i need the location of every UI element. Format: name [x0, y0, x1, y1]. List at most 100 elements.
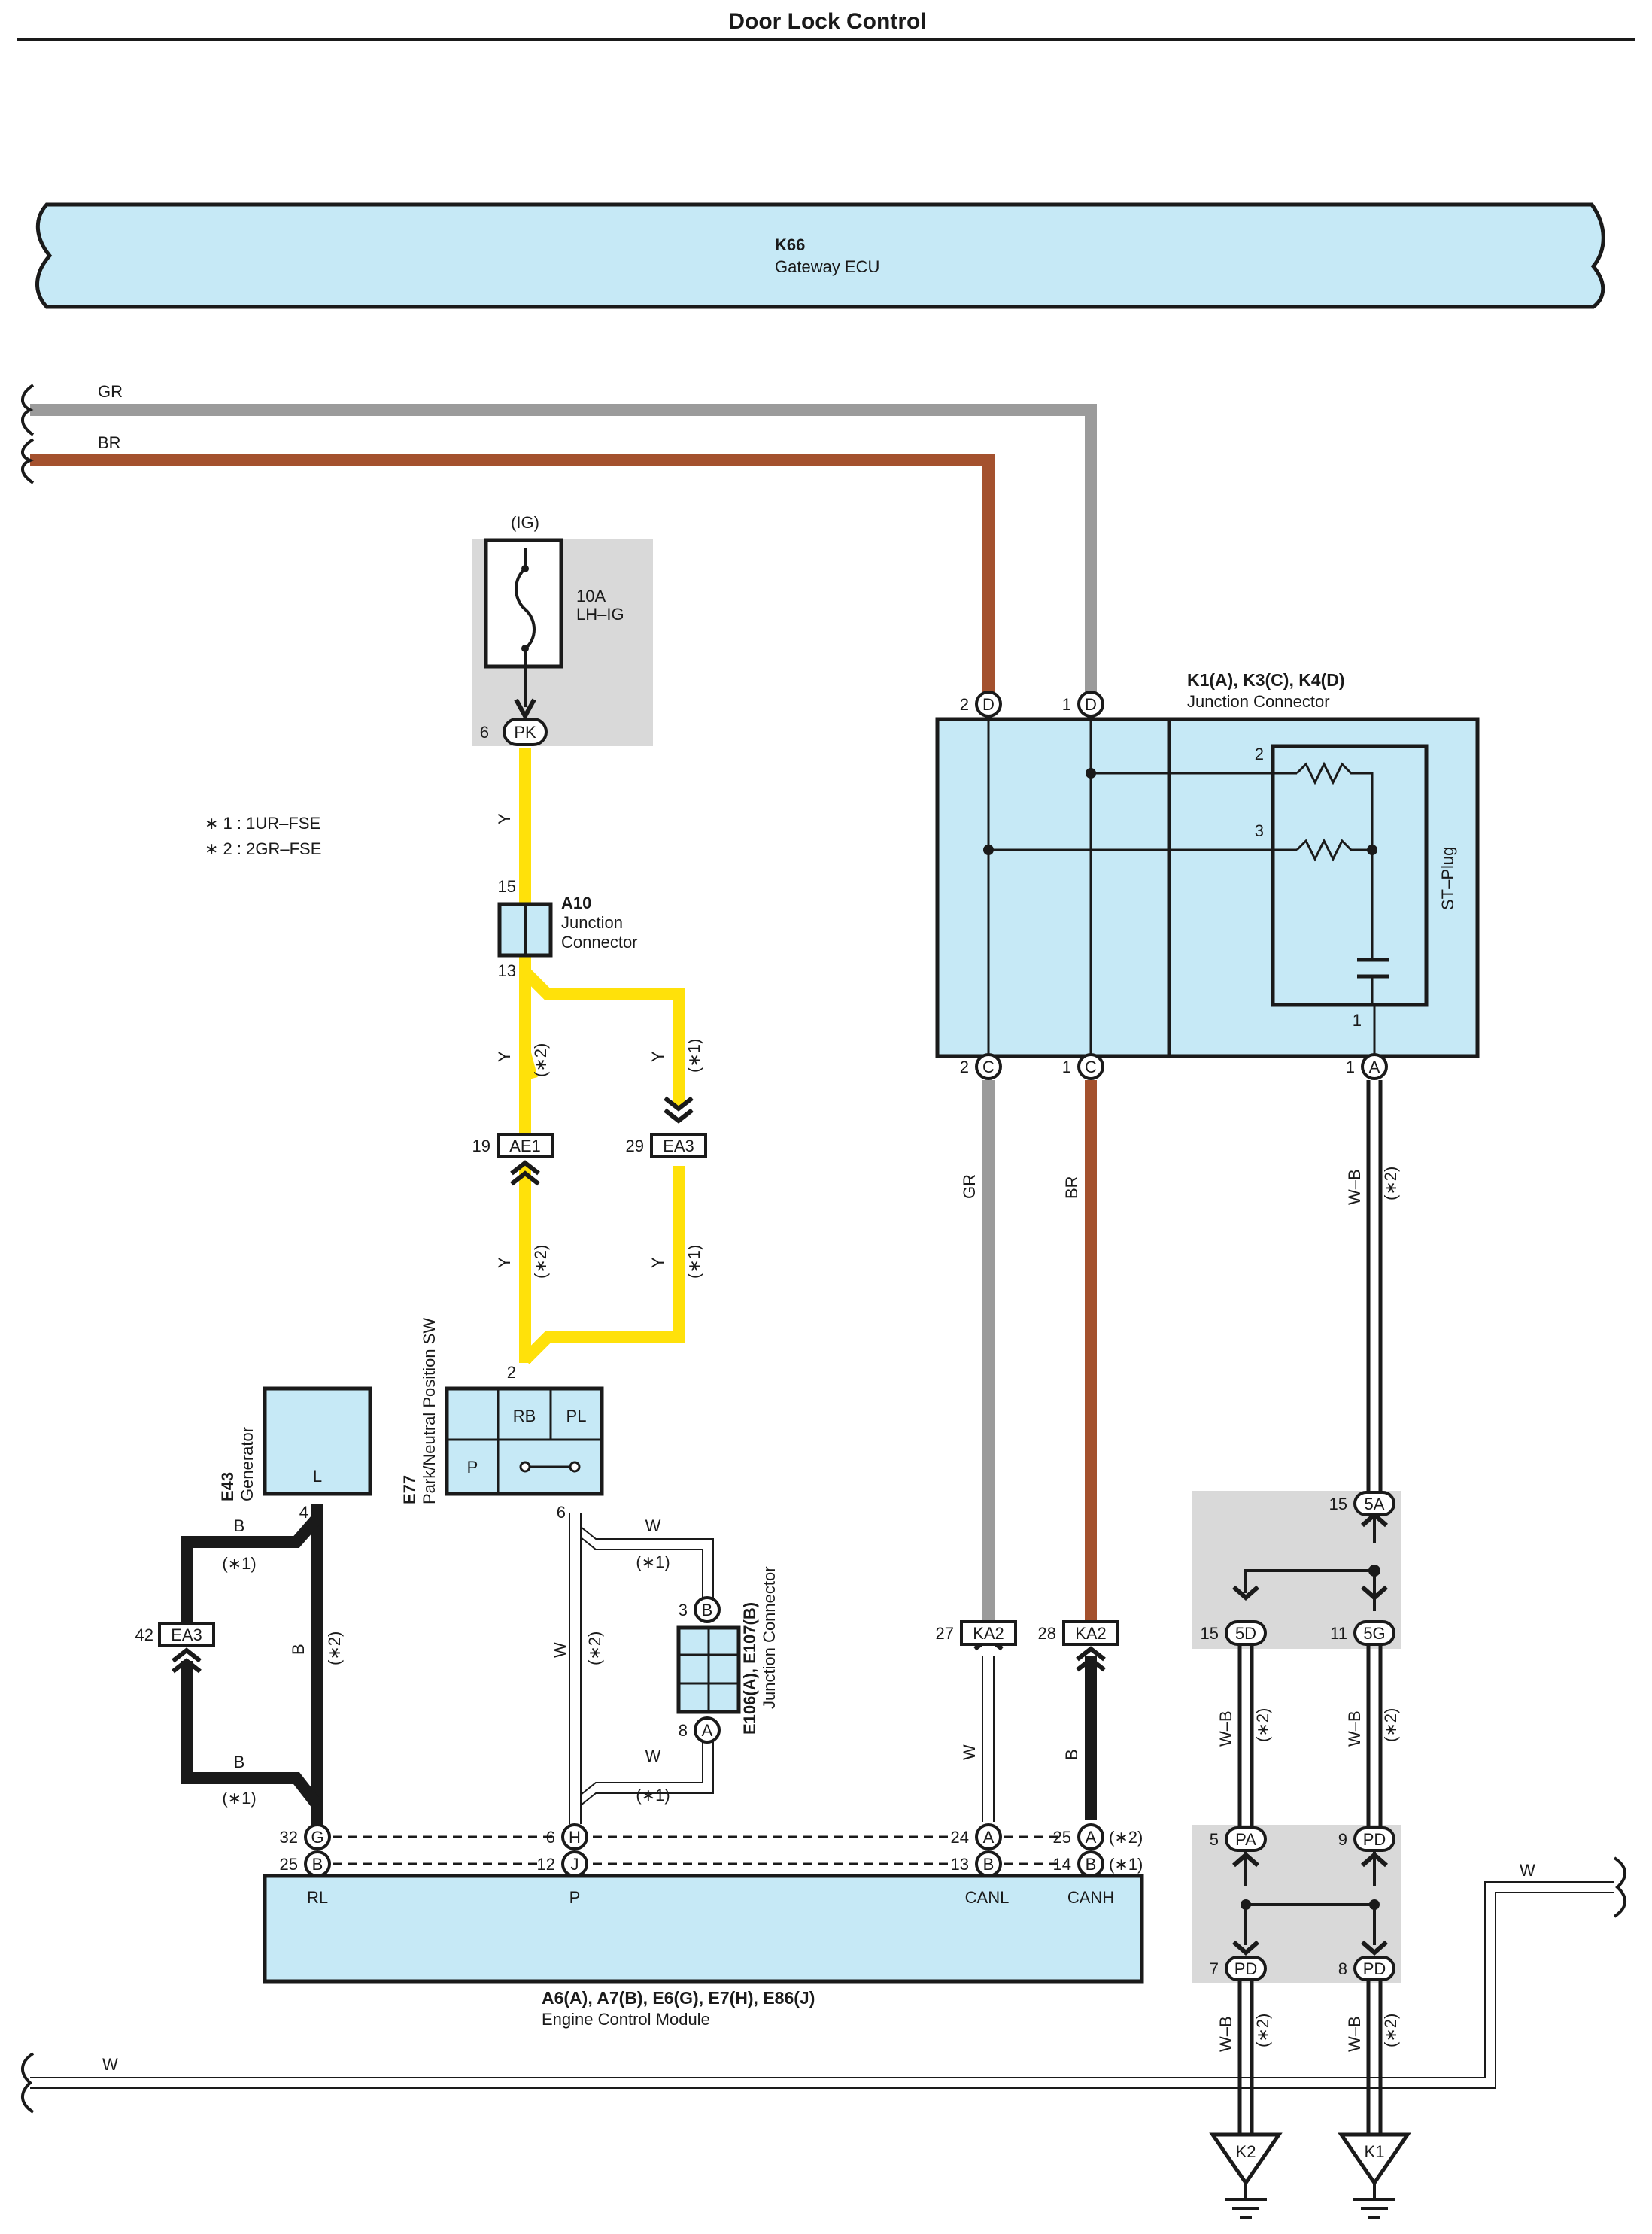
- e43-id: E43: [218, 1472, 237, 1501]
- connector-pa-pin: 5: [1210, 1830, 1219, 1849]
- connector-ea3-left-pin: 42: [135, 1625, 153, 1644]
- wire-label-w: W: [1520, 1861, 1535, 1880]
- terminal-d-label: D: [1085, 695, 1097, 714]
- terminal-a: [975, 1823, 1002, 1850]
- terminal-g: [304, 1823, 331, 1850]
- wire-label-w: W: [551, 1642, 569, 1658]
- marker-s2: (∗2): [531, 1245, 550, 1279]
- connector-ka2-left: [960, 1620, 1017, 1646]
- terminal-a-pin: 24: [951, 1828, 969, 1847]
- a10-name-2: Connector: [561, 933, 638, 952]
- connector-pd-left-label: PD: [1234, 1959, 1258, 1978]
- e106-id: E106(A), E107(B): [740, 1602, 759, 1735]
- terminal-a-pin: 1: [1346, 1058, 1355, 1076]
- ea3-left-arrows: [172, 1647, 202, 1674]
- wire-label-y: Y: [648, 1257, 667, 1268]
- wire-label-wb: W–B: [1216, 2016, 1235, 2052]
- wire-br-top: [30, 454, 995, 695]
- terminal-b-pin: 25: [280, 1855, 298, 1874]
- wire-label-br: BR: [1062, 1176, 1081, 1199]
- terminal-b-pin: 13: [951, 1855, 969, 1874]
- arrow-5g: [1361, 1585, 1388, 1601]
- wire-break-symbols: [21, 384, 1626, 2114]
- e77-pin-bottom: 6: [557, 1503, 566, 1522]
- wire-label-br: BR: [98, 433, 121, 452]
- terminal-c-pin: 2: [960, 1058, 969, 1076]
- connector-ea3-left: [158, 1622, 215, 1647]
- ecm-id: A6(A), A7(B), E6(G), E7(H), E86(J): [542, 1988, 815, 2008]
- wire-label-b: B: [289, 1644, 308, 1655]
- terminal-b-pin: 14: [1053, 1855, 1071, 1874]
- terminal-g-label: G: [311, 1828, 323, 1847]
- note-2: ∗ 2 : 2GR–FSE: [205, 839, 321, 858]
- connector-ka2-left-pin: 27: [936, 1624, 954, 1643]
- fuse-pin: 6: [480, 723, 489, 742]
- wire-y-branch: [521, 967, 685, 1106]
- marker-s2: (∗2): [1381, 1167, 1400, 1200]
- marker-s2: (∗2): [1381, 1708, 1400, 1742]
- st-plug-pin: 2: [1255, 745, 1264, 763]
- terminal-b: [975, 1850, 1002, 1877]
- ea3-arrows: [664, 1096, 694, 1124]
- e43-generator-box: [263, 1386, 372, 1496]
- arrow-pd: [1361, 1852, 1388, 1868]
- e106-name: Junction Connector: [760, 1566, 779, 1709]
- wire-label-gr: GR: [98, 382, 123, 401]
- st-plug-pin: 1: [1353, 1011, 1362, 1030]
- k-junction-id: K1(A), K3(C), K4(D): [1187, 670, 1345, 690]
- terminal-d: [975, 691, 1002, 718]
- marker-s1: (∗1): [636, 1553, 670, 1571]
- wire-label-gr: GR: [960, 1174, 979, 1199]
- connector-ae1-pin: 19: [472, 1137, 490, 1155]
- wire-label-y: Y: [495, 1051, 514, 1062]
- connector-pd-left: [1225, 1956, 1267, 1981]
- marker-s2: (∗2): [585, 1631, 604, 1665]
- e77-terminal-p: P: [467, 1458, 478, 1477]
- gateway-ecu-box: [35, 202, 1605, 309]
- wire-label-w: W: [645, 1516, 661, 1535]
- connector-ae1-label: AE1: [509, 1137, 541, 1155]
- e77-name: Park/Neutral Position SW: [420, 1318, 439, 1504]
- fuse-terminal: [521, 565, 529, 572]
- terminal-a-pin: 25: [1053, 1828, 1071, 1847]
- a10-pin-bottom: 13: [498, 961, 516, 980]
- wire-label-wb: W–B: [1345, 2016, 1364, 2052]
- a10-id: A10: [561, 894, 591, 912]
- marker-s1: (∗1): [685, 1039, 703, 1073]
- marker-s2: (∗2): [1253, 1708, 1272, 1742]
- ground-k1: K1: [1338, 2132, 1411, 2219]
- ecm-terminal-canh: CANH: [1067, 1888, 1114, 1907]
- connector-5d-pin: 15: [1201, 1624, 1219, 1643]
- wire-label-w: W: [102, 2055, 118, 2074]
- connector-5d: [1225, 1620, 1267, 1646]
- junction-dot: [1369, 1899, 1380, 1910]
- marker-s1: (∗1): [685, 1245, 703, 1279]
- fuse-element: [515, 548, 536, 707]
- junction-dot: [1367, 845, 1377, 855]
- a10-name-1: Junction: [561, 913, 623, 932]
- gateway-id: K66: [775, 235, 805, 254]
- k-junction-box: [935, 717, 1480, 1058]
- connector-5g-pin: 11: [1330, 1624, 1347, 1643]
- connector-pa-label: PA: [1235, 1830, 1256, 1849]
- connector-pd-right-pin: 8: [1338, 1959, 1347, 1978]
- ground-k2-triangle: [1209, 2132, 1283, 2187]
- connector-5a-pin: 15: [1329, 1495, 1347, 1513]
- marker-s1: (∗1): [222, 1554, 256, 1573]
- wire-gr-top: [30, 404, 1097, 695]
- marker-s2: (∗2): [1381, 2014, 1400, 2047]
- arrow-pd-left: [1232, 1940, 1259, 1956]
- terminal-a-pin: 8: [679, 1721, 688, 1740]
- connector-ka2-right-pin: 28: [1038, 1624, 1056, 1643]
- arrow-5d: [1232, 1585, 1259, 1601]
- terminal-c-pin: 1: [1062, 1058, 1071, 1076]
- connector-ka2-right: [1062, 1620, 1119, 1646]
- wire-b-lower: [181, 1661, 323, 1809]
- terminal-b-label: B: [702, 1601, 713, 1619]
- k-junction-name: Junction Connector: [1187, 692, 1330, 711]
- terminal-a-label: A: [702, 1721, 713, 1740]
- marker-s2: (∗2): [1109, 1828, 1143, 1847]
- wire-junction-links: [1244, 1510, 1376, 1945]
- terminal-d-label: D: [982, 695, 995, 714]
- terminal-a: [694, 1716, 721, 1744]
